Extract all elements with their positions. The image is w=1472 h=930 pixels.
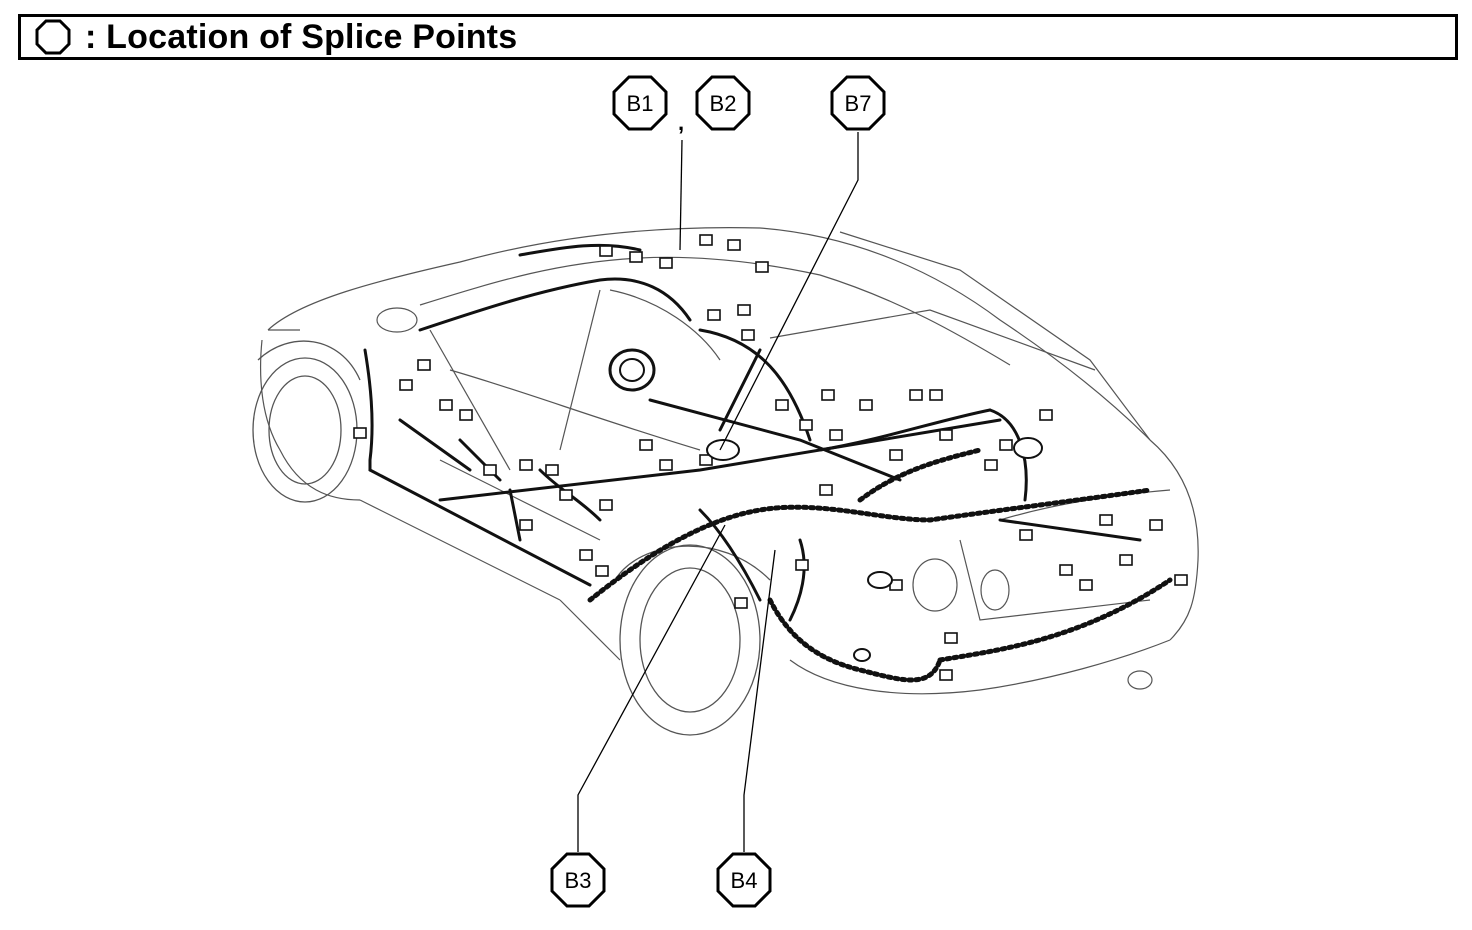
connectors <box>353 234 1188 681</box>
splice-code: B2 <box>710 91 737 116</box>
splice-code: B1 <box>627 91 654 116</box>
octagon-icon <box>695 75 751 131</box>
splice-callout-b3: B3 <box>550 852 606 908</box>
splice-callout-b4: B4 <box>716 852 772 908</box>
octagon-icon <box>716 852 772 908</box>
car-body-outline <box>260 227 1199 695</box>
octagon-icon <box>35 19 71 55</box>
splice-callout-b7: B7 <box>830 75 886 131</box>
diagram-header: : Location of Splice Points <box>18 14 1458 60</box>
callout-separator: , <box>678 110 684 135</box>
front-wheel <box>252 340 361 503</box>
octagon-icon <box>830 75 886 131</box>
splice-code: B7 <box>845 91 872 116</box>
rear-wheel <box>614 544 771 736</box>
octagon-icon <box>612 75 668 131</box>
splice-callout-b2: B2 <box>695 75 751 131</box>
splice-code: B4 <box>731 868 758 893</box>
diagram-title: : Location of Splice Points <box>85 17 518 56</box>
corrugated-harness <box>587 447 1173 683</box>
splice-callout-b1: B1 <box>612 75 668 131</box>
splice-code: B3 <box>565 868 592 893</box>
leader-lines <box>577 132 859 852</box>
octagon-icon <box>550 852 606 908</box>
wiring-harness <box>363 243 1142 622</box>
junction-block <box>608 348 1043 662</box>
